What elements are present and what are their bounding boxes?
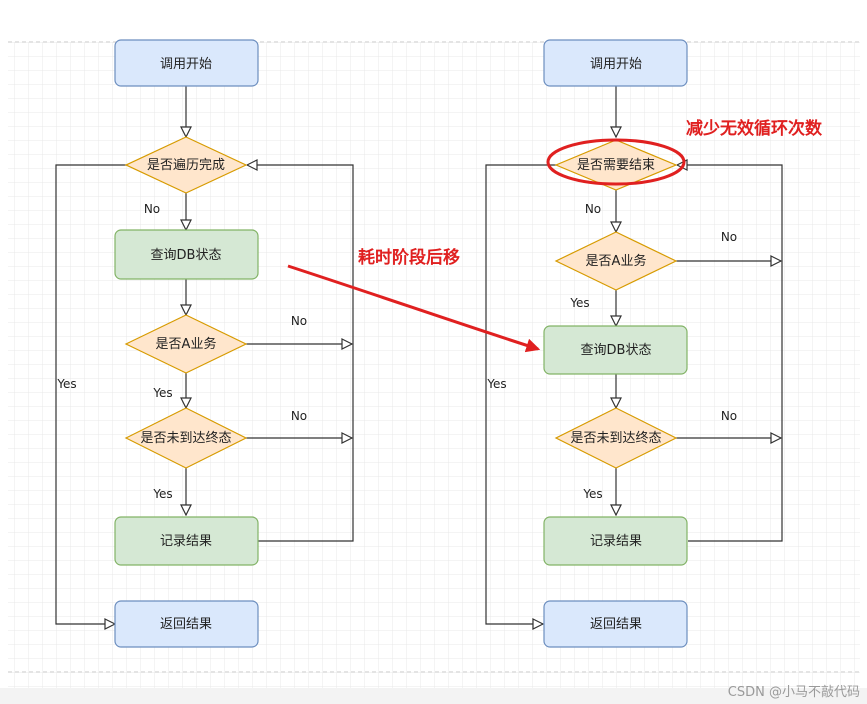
left-record-node	[114, 516, 259, 566]
right-return-node	[543, 600, 688, 648]
right-record-node	[543, 516, 688, 566]
left-record-label: 记录结果	[160, 534, 212, 549]
left-label-no-isa: No	[291, 314, 307, 328]
right-label-no-end: No	[585, 202, 601, 216]
right-label-no-isa: No	[721, 230, 737, 244]
watermark: CSDN @小马不敲代码	[728, 684, 860, 700]
left-label-yes-loop: Yes	[56, 377, 76, 391]
right-is-a-label: 是否A业务	[586, 253, 647, 269]
right-query-node	[543, 325, 688, 375]
right-start-label: 调用开始	[590, 57, 642, 72]
left-is-a-label: 是否A业务	[156, 336, 217, 352]
right-edge-end-yes-to-return	[485, 164, 556, 624]
right-start-node	[543, 39, 688, 87]
left-edge-loop-yes-to-return	[55, 164, 126, 624]
left-start-node	[114, 39, 259, 87]
left-label-yes-isa: Yes	[152, 386, 172, 400]
right-end-check-label: 是否需要结束	[577, 158, 655, 173]
right-not-final-decision	[554, 407, 678, 469]
right-not-final-label: 是否未到达终态	[570, 430, 661, 446]
left-label-no-final: No	[291, 409, 307, 423]
right-is-a-decision	[554, 231, 678, 291]
left-return-label: 返回结果	[160, 617, 212, 632]
right-return-label: 返回结果	[590, 617, 642, 632]
left-flowchart: 调用开始 是否遍历完成 查询DB状态 是否A业务 是否未到达终态 记录结果 返回…	[55, 39, 354, 648]
left-return-node	[114, 600, 259, 648]
right-label-yes-final: Yes	[582, 487, 602, 501]
annotation-move-later: 耗时阶段后移	[358, 247, 460, 268]
left-loop-check-decision	[124, 136, 248, 194]
left-is-a-decision	[124, 314, 248, 374]
left-not-final-label: 是否未到达终态	[140, 430, 231, 446]
grid-background	[8, 42, 860, 690]
right-flowchart: 调用开始 是否需要结束 是否A业务 查询DB状态 是否未到达终态 记录结果 返回…	[485, 39, 783, 648]
left-label-yes-final: Yes	[152, 487, 172, 501]
move-later-arrow	[287, 264, 541, 353]
right-label-no-final: No	[721, 409, 737, 423]
right-edge-record-loop-back	[677, 165, 783, 542]
right-end-check-decision	[554, 139, 678, 191]
footer-strip	[0, 688, 867, 704]
right-label-yes-isa: Yes	[569, 296, 589, 310]
highlight-ellipse	[546, 138, 686, 186]
right-label-yes-end: Yes	[486, 377, 506, 391]
left-edge-record-loop-back	[247, 165, 354, 542]
left-loop-check-label: 是否遍历完成	[147, 157, 225, 173]
right-query-label: 查询DB状态	[581, 343, 652, 358]
left-query-label: 查询DB状态	[151, 248, 222, 263]
left-query-node	[114, 229, 259, 280]
right-record-label: 记录结果	[590, 534, 642, 549]
left-not-final-decision	[124, 407, 248, 469]
left-label-no-loop: No	[144, 202, 160, 216]
left-start-label: 调用开始	[160, 57, 212, 72]
annotation-reduce-loops: 减少无效循环次数	[686, 118, 823, 139]
